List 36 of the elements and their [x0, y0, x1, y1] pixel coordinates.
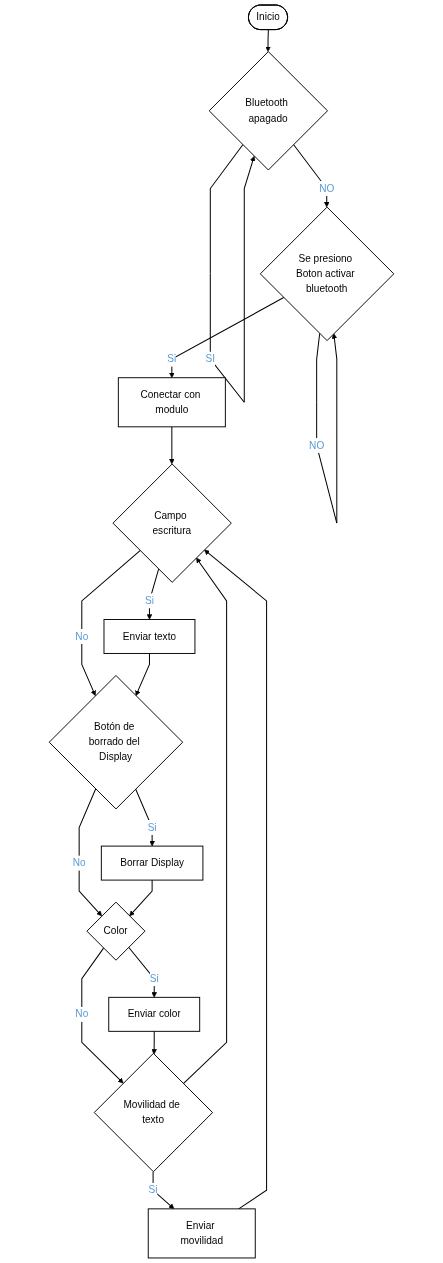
arrow	[129, 879, 153, 917]
node-box: Enviar texto	[103, 619, 196, 654]
arrow	[81, 947, 124, 1084]
edge-label: NO	[309, 439, 325, 451]
edge-label: No	[75, 630, 89, 642]
arrow	[78, 788, 103, 917]
node-diamond: Se presiono Boton activar bluetooth	[259, 206, 395, 342]
arrow	[209, 144, 256, 403]
node-box: Enviar color	[108, 996, 201, 1032]
arrow	[292, 144, 330, 208]
edge-label: SI	[205, 353, 216, 365]
node-diamond: Color	[86, 901, 146, 961]
edge-label: NO	[319, 182, 335, 194]
node-diamond: Botón de borrado del Display	[48, 675, 184, 810]
arrow	[316, 333, 338, 524]
arrow	[151, 1030, 157, 1055]
node-box: Enviar movilidad	[147, 1208, 256, 1259]
arrow	[204, 549, 268, 1210]
node-diamond: Movilidad de texto	[93, 1052, 214, 1173]
arrow	[135, 652, 150, 696]
arrow	[81, 550, 141, 696]
node-box: Conectar con modulo	[117, 377, 226, 428]
node-diamond: Campo escritura	[112, 463, 232, 583]
arrow	[169, 297, 285, 378]
edge-label: Si	[167, 353, 177, 365]
node-diamond: Bluetooth apagado	[208, 51, 328, 171]
edge-label: No	[75, 1008, 89, 1020]
node-box: Borrar Display	[100, 845, 204, 881]
edge-label: No	[72, 857, 86, 869]
edge-label: Si	[149, 973, 159, 984]
arrow	[169, 426, 175, 465]
edge-label: Si	[147, 821, 157, 833]
edge-label: Si	[148, 1184, 158, 1196]
arrow	[182, 557, 228, 1085]
arrow	[265, 29, 271, 52]
edge-label: Si	[144, 595, 154, 606]
